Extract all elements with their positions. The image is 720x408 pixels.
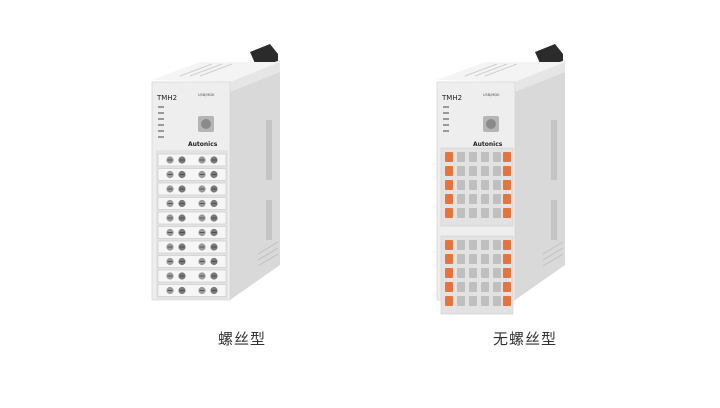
brand-label: Autonics bbox=[188, 141, 218, 148]
model-label: TMH2 bbox=[441, 94, 462, 102]
screwless-type-module-image: TMH2 USB/MDK Autonics bbox=[436, 44, 565, 315]
port-label: USB/MDK bbox=[198, 93, 215, 97]
product-screw-type: TMH2 USB/MDK Autonics 螺丝型 bbox=[130, 0, 330, 408]
screw-type-module-image: TMH2 USB/MDK Autonics bbox=[151, 44, 280, 301]
caption-screw-type: 螺丝型 bbox=[217, 330, 266, 348]
model-label: TMH2 bbox=[156, 94, 177, 102]
product-screwless-type: TMH2 USB/MDK Autonics 无螺丝型 bbox=[415, 0, 615, 408]
caption-screwless-type: 无螺丝型 bbox=[492, 330, 557, 348]
brand-label: Autonics bbox=[473, 141, 503, 148]
port-label: USB/MDK bbox=[483, 93, 500, 97]
